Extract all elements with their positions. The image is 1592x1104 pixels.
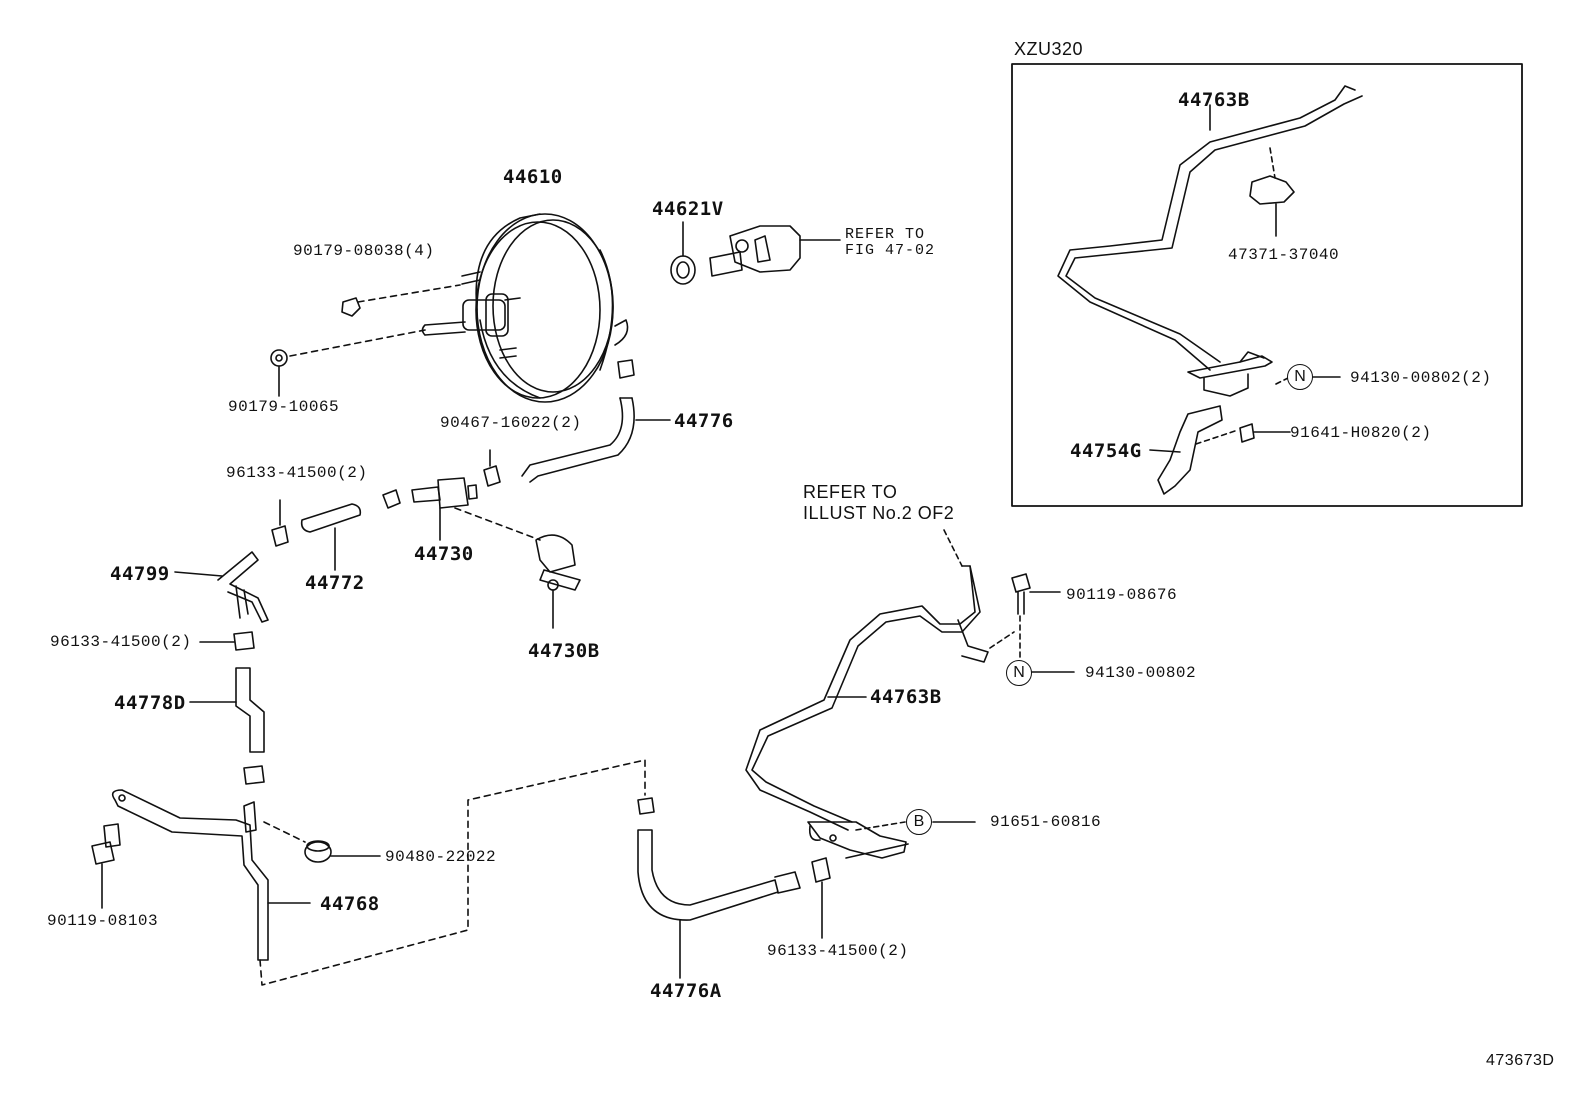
hose-44776A: [637, 797, 801, 979]
label-44763B-main: 44763B: [870, 686, 942, 708]
bracket-44768: [111, 759, 646, 986]
label-refer-fig-line1: REFER TO: [845, 226, 926, 243]
label-90179-10065: 90179-10065: [228, 398, 340, 416]
label-44763B-inset: 44763B: [1178, 89, 1250, 111]
nut-90179-10065: [270, 329, 426, 397]
label-94130-00802-inset: 94130-00802(2): [1350, 369, 1492, 387]
grommet-90480-22022: [263, 821, 381, 863]
inset-xzu320: [1011, 63, 1523, 507]
label-96133-41500-lower: 96133-41500(2): [767, 942, 909, 960]
label-refer-illust-line2: ILLUST No.2 OF2: [803, 503, 955, 523]
nut-90179-08038: [341, 284, 461, 317]
label-90179-08038: 90179-08038(4): [293, 242, 435, 260]
bolt-90119-08676: [1011, 573, 1061, 661]
hose-44778D: [189, 667, 265, 785]
label-90119-08676: 90119-08676: [1066, 586, 1178, 604]
label-44776: 44776: [674, 410, 734, 432]
hose-44776: [521, 359, 671, 483]
label-44730: 44730: [414, 543, 474, 565]
clamp-96133-41500: [199, 631, 255, 651]
label-refer-illust-line1: REFER TO: [803, 482, 898, 502]
label-94130-00802: 94130-00802: [1085, 664, 1197, 682]
brake-booster-44610: [421, 213, 629, 403]
check-valve-44730: [382, 449, 541, 541]
label-44754G: 44754G: [1070, 440, 1142, 462]
callout-n-inset: N: [1287, 364, 1313, 390]
callout-b-main: B: [906, 809, 932, 835]
label-96133-41500-upper: 96133-41500(2): [226, 464, 368, 482]
label-44768: 44768: [320, 893, 380, 915]
label-90480-22022: 90480-22022: [385, 848, 497, 866]
clamp-44730B: [535, 534, 581, 629]
master-cylinder: [670, 221, 841, 285]
label-44772: 44772: [305, 572, 365, 594]
hose-44772: [271, 499, 362, 571]
label-44776A: 44776A: [650, 980, 722, 1002]
clamp-96133-41500-lower: [811, 857, 831, 939]
label-44621V: 44621V: [652, 198, 724, 220]
label-90119-08103: 90119-08103: [47, 912, 159, 930]
pipe-44799: [174, 551, 269, 623]
label-91651-60816: 91651-60816: [990, 813, 1102, 831]
bolt-90119-08103: [91, 823, 121, 909]
pipe-44763B-main: [745, 529, 1015, 859]
label-44799: 44799: [110, 563, 170, 585]
label-90467-16022: 90467-16022(2): [440, 414, 582, 432]
callout-n-main: N: [1006, 660, 1032, 686]
label-44778D: 44778D: [114, 692, 186, 714]
label-47371-37040: 47371-37040: [1228, 246, 1340, 264]
label-91641-H0820: 91641-H0820(2): [1290, 424, 1432, 442]
label-44730B: 44730B: [528, 640, 600, 662]
label-44610: 44610: [503, 166, 563, 188]
document-id: 473673D: [1486, 1052, 1555, 1069]
inset-title: XZU320: [1014, 39, 1084, 59]
label-refer-fig-line2: FIG 47-02: [845, 242, 936, 259]
label-96133-41500-mid: 96133-41500(2): [50, 633, 192, 651]
